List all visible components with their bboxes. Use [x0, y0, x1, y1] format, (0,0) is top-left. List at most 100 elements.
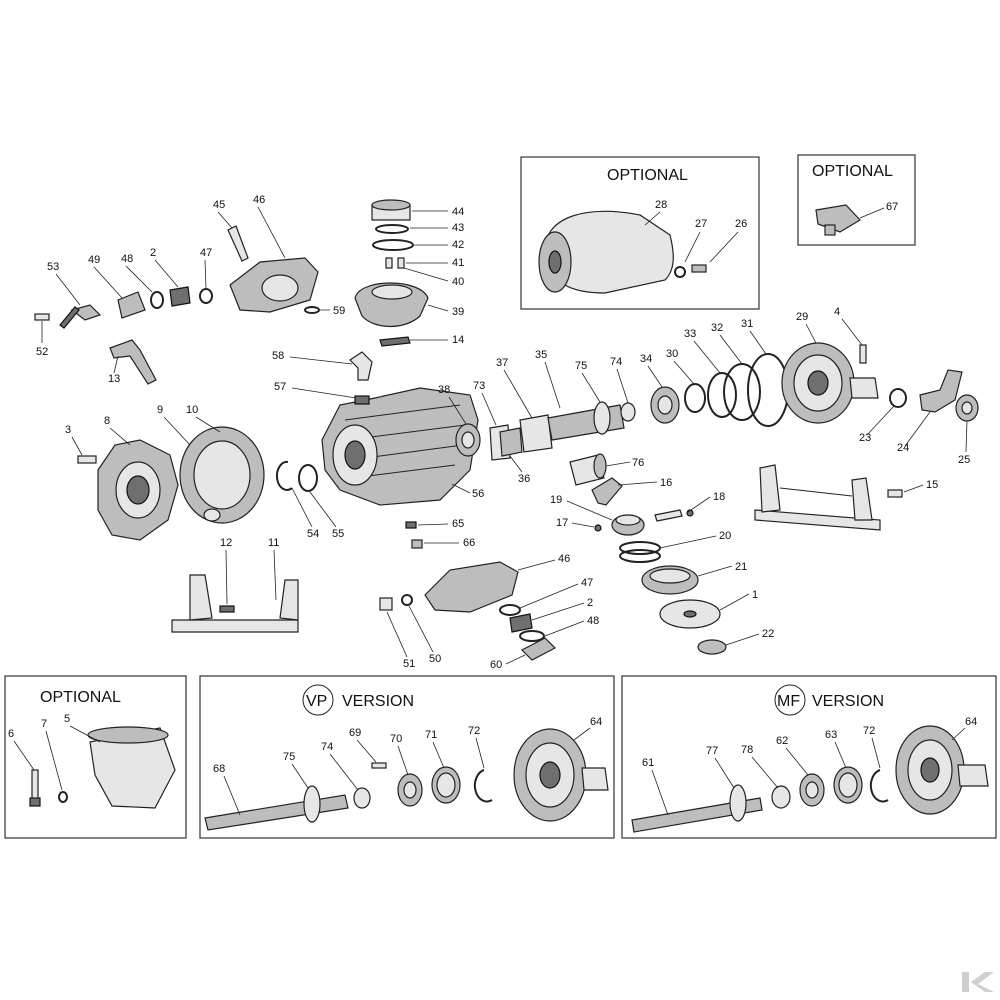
optional-panel-right [797, 154, 916, 246]
label-20: 20 [719, 530, 731, 542]
part-57-plug [354, 395, 370, 405]
vp-badge-circle [302, 684, 334, 716]
part-36-spline [499, 427, 523, 457]
label-25: 25 [958, 454, 970, 466]
label-35: 35 [535, 349, 547, 361]
label-44: 44 [452, 206, 464, 218]
label-9: 9 [157, 404, 163, 416]
label-40: 40 [452, 276, 464, 288]
part-6-screw [29, 769, 41, 807]
label-22: 22 [762, 628, 774, 640]
vp-badge: VP [306, 693, 327, 710]
label-72-vp: 72 [468, 725, 480, 737]
label-65: 65 [452, 518, 464, 530]
part-71-ring [431, 766, 461, 804]
optional-panel-top [520, 156, 760, 310]
label-45: 45 [213, 199, 225, 211]
label-2-top: 2 [150, 247, 156, 259]
part-61-shaft [631, 797, 763, 833]
label-46-bottom: 46 [558, 553, 570, 565]
label-33: 33 [684, 328, 696, 340]
part-64-vp-head [513, 728, 609, 822]
label-47-top: 47 [200, 247, 212, 259]
label-42: 42 [452, 239, 464, 251]
label-48-bottom: 48 [587, 615, 599, 627]
label-67: 67 [886, 201, 898, 213]
label-59: 59 [333, 305, 345, 317]
part-18-pin [654, 509, 694, 522]
part-48-oring-bottom [519, 630, 545, 642]
part-22-plate [697, 639, 727, 655]
part-48-oring-top [150, 291, 164, 309]
part-53-tap [59, 304, 102, 329]
part-29-head [781, 342, 879, 424]
part-2-spring-top [169, 286, 191, 307]
part-47-oring-top [199, 288, 213, 304]
part-70-bearing [397, 773, 423, 807]
label-17: 17 [556, 517, 568, 529]
label-49: 49 [88, 254, 100, 266]
label-7: 7 [41, 718, 47, 730]
label-47-bottom: 47 [581, 577, 593, 589]
label-26: 26 [735, 218, 747, 230]
label-23: 23 [859, 432, 871, 444]
label-30: 30 [666, 348, 678, 360]
part-35-shaft [547, 404, 625, 441]
part-66-nut [411, 539, 423, 549]
label-74-vp: 74 [321, 741, 333, 753]
part-75-disc [593, 401, 611, 435]
part-11-bracket [171, 574, 299, 633]
part-20-oring [619, 541, 661, 563]
label-54: 54 [307, 528, 319, 540]
part-72-mf-circlip [869, 769, 889, 803]
label-4: 4 [834, 306, 840, 318]
label-51: 51 [403, 658, 415, 670]
label-2-bottom: 2 [587, 597, 593, 609]
part-12-bolt [219, 605, 235, 613]
label-37: 37 [496, 357, 508, 369]
part-76-cylinder [569, 453, 607, 486]
label-39: 39 [452, 306, 464, 318]
part-33-oring [707, 372, 737, 418]
optional-panel-bottom-title: OPTIONAL [40, 689, 121, 706]
part-5-guard [87, 726, 176, 809]
label-75-main: 75 [575, 360, 587, 372]
label-66: 66 [463, 537, 475, 549]
label-63: 63 [825, 729, 837, 741]
part-32-oring [723, 363, 761, 421]
part-51-plug [379, 597, 393, 611]
label-27: 27 [695, 218, 707, 230]
part-42-ring [372, 239, 414, 251]
label-71: 71 [425, 729, 437, 741]
label-69: 69 [349, 727, 361, 739]
label-76: 76 [632, 457, 644, 469]
part-8-end-cover [97, 439, 179, 541]
label-78: 78 [741, 744, 753, 756]
part-38-bearing [455, 423, 481, 457]
part-19-piston [611, 514, 645, 536]
part-65-screw [405, 521, 417, 529]
part-16-connecting-rod [591, 477, 623, 506]
label-68: 68 [213, 763, 225, 775]
part-58-elbow [349, 351, 373, 381]
label-57: 57 [274, 381, 286, 393]
part-64-mf-head [895, 725, 989, 815]
label-1: 1 [752, 589, 758, 601]
label-11: 11 [268, 537, 279, 549]
label-34: 34 [640, 353, 652, 365]
label-12: 12 [220, 537, 232, 549]
part-34-bearing [650, 386, 680, 424]
label-28: 28 [655, 199, 667, 211]
part-28-cover [538, 210, 674, 294]
mf-version-panel [621, 675, 997, 839]
label-58: 58 [272, 350, 284, 362]
part-74-ring [620, 402, 636, 422]
part-59-clip [304, 306, 320, 314]
label-72-mf: 72 [863, 725, 875, 737]
label-3: 3 [65, 424, 71, 436]
part-24-elbow [919, 369, 963, 413]
mf-version-title: VERSION [812, 693, 884, 710]
part-67-valve [815, 204, 861, 236]
part-13-handle [109, 339, 157, 385]
vp-version-title: VERSION [342, 693, 414, 710]
